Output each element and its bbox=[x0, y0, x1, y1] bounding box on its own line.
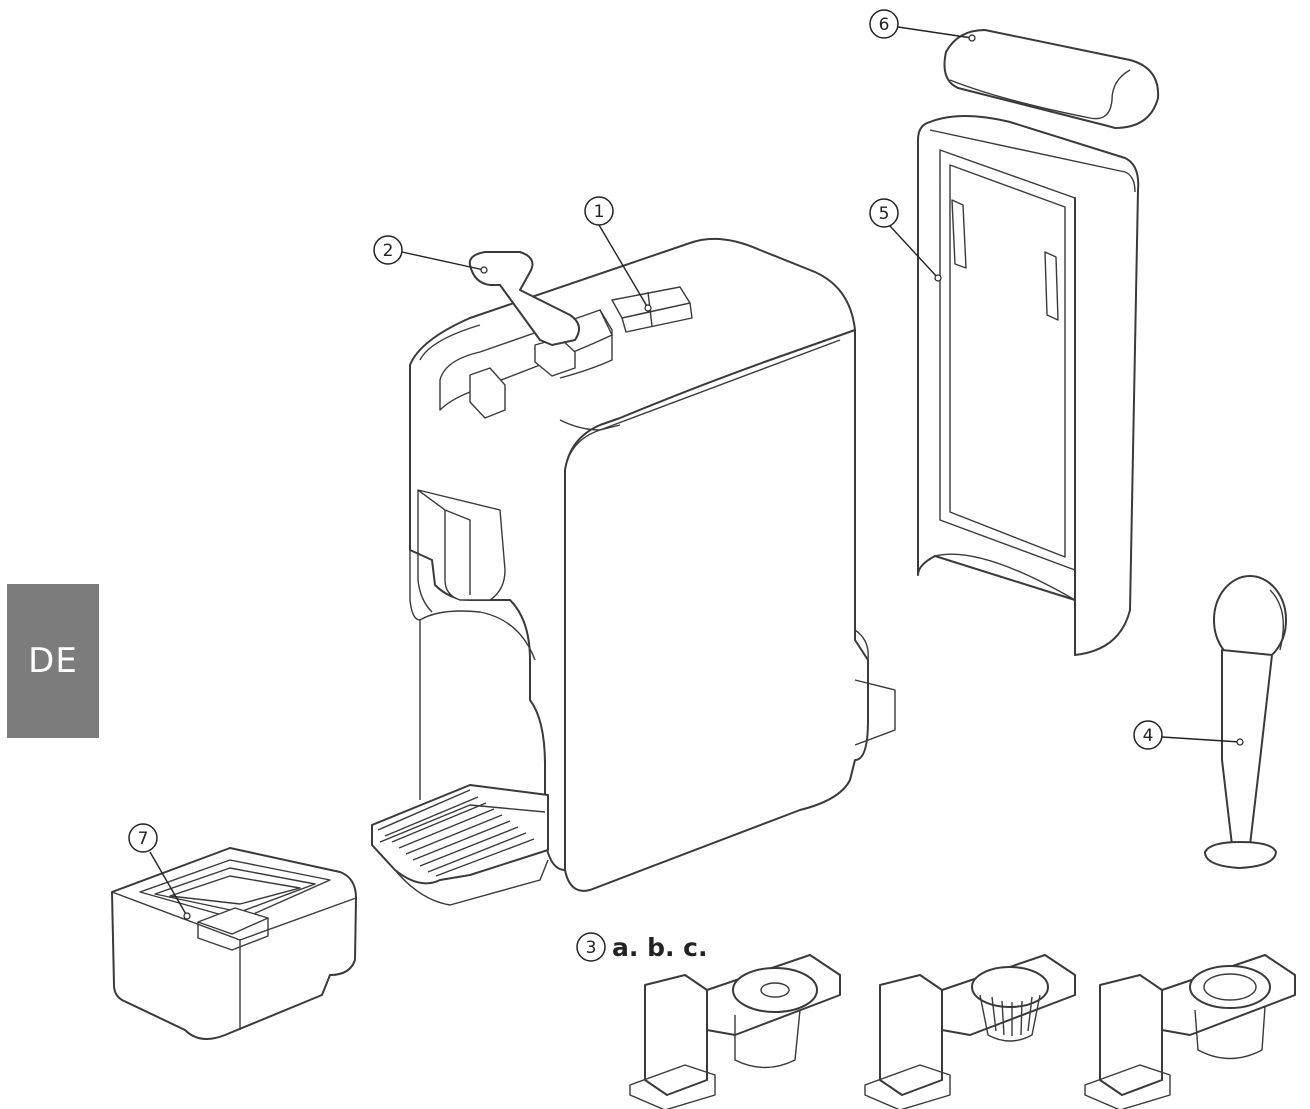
callout-4: 4 bbox=[1133, 720, 1163, 750]
capsule-adapter-c bbox=[1084, 954, 1296, 1109]
callout-6-label: 6 bbox=[879, 15, 890, 35]
callout-6: 6 bbox=[869, 9, 899, 39]
language-tab-label: DE bbox=[28, 641, 78, 681]
water-tank-lid bbox=[943, 29, 1160, 129]
capsule-adapter-b bbox=[864, 954, 1076, 1109]
adapters-variants-label: a. b. c. bbox=[612, 933, 707, 962]
water-tank bbox=[917, 115, 1140, 656]
callout-3-label: 3 bbox=[586, 938, 597, 958]
callout-5-label: 5 bbox=[879, 204, 890, 224]
tamper bbox=[1204, 575, 1287, 869]
callout-2: 2 bbox=[373, 235, 403, 265]
callout-1: 1 bbox=[584, 196, 614, 226]
callout-4-label: 4 bbox=[1143, 726, 1154, 746]
capsule-adapter-a bbox=[629, 954, 841, 1109]
callout-7: 7 bbox=[128, 823, 158, 853]
callout-1-label: 1 bbox=[594, 202, 605, 222]
language-tab: DE bbox=[7, 584, 99, 738]
coffee-machine bbox=[371, 237, 896, 906]
callout-7-label: 7 bbox=[138, 829, 149, 849]
callout-3: 3 bbox=[576, 932, 606, 962]
capsule-container bbox=[111, 847, 357, 1040]
callout-5: 5 bbox=[869, 198, 899, 228]
callout-2-label: 2 bbox=[383, 241, 394, 261]
